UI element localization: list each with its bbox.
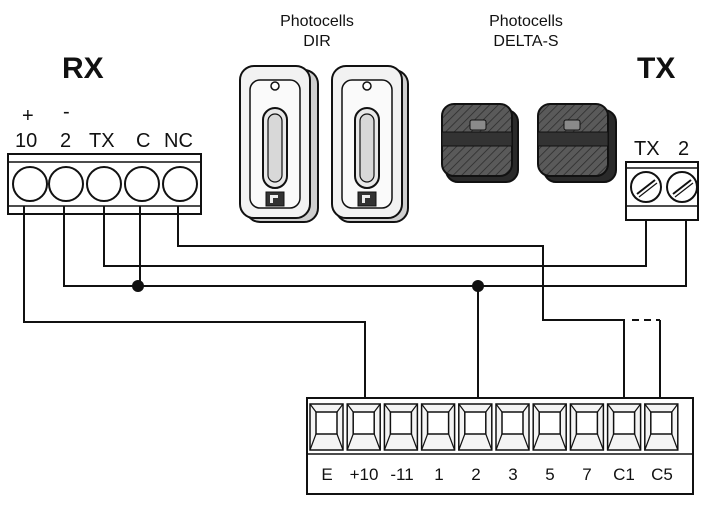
wire-nc-to-c1 <box>177 206 631 417</box>
board-terminal-slot <box>569 403 605 451</box>
tx-transmitter: TX TX 2 <box>625 52 699 221</box>
photocells-delta-s: Photocells DELTA-S <box>441 13 617 183</box>
rx-title: RX <box>62 52 104 85</box>
wire-rx-tx-to-tx <box>103 206 647 267</box>
board-terminal-label: +10 <box>350 465 379 484</box>
rx-terminal-label-nc: NC <box>164 130 193 152</box>
board-terminal-label: 2 <box>471 465 480 484</box>
tx-terminal-label-2: 2 <box>678 138 689 160</box>
board-terminal-slot <box>532 403 567 451</box>
tx-screw-2 <box>666 171 698 203</box>
photocell-dir-left <box>239 65 319 223</box>
control-board-terminals: E +10 -11 1 2 3 5 7 C1 C5 <box>306 397 694 495</box>
photocell-delta-left <box>441 103 519 183</box>
junction-dot <box>132 280 144 292</box>
tx-terminal-label-tx: TX <box>634 138 660 160</box>
rx-terminal-label-2: 2 <box>60 130 71 152</box>
photocells-dir-title: Photocells <box>280 13 354 30</box>
photocells-dir-model: DIR <box>303 33 331 50</box>
rx-screw-tx <box>86 166 122 202</box>
photocell-dir-right <box>331 65 409 223</box>
rx-terminal-label-c: C <box>136 130 150 152</box>
board-terminal-slot <box>458 403 493 451</box>
rx-screw-2 <box>48 166 84 202</box>
tx-screw-tx <box>630 171 662 203</box>
rx-screw-10 <box>12 166 48 202</box>
board-terminal-slot <box>420 403 456 451</box>
board-terminal-slot <box>495 403 530 451</box>
board-terminal-slot <box>383 403 419 451</box>
rx-polarity-plus: + <box>22 105 34 127</box>
photocells-delta-title: Photocells <box>489 13 563 30</box>
junction-dot <box>472 280 484 292</box>
board-terminal-slot <box>346 403 381 451</box>
rx-receiver: RX + - 10 2 TX C NC <box>7 52 202 215</box>
board-terminal-label: C5 <box>651 465 673 484</box>
photocells-dir: Photocells DIR <box>239 13 409 223</box>
board-terminal-label: C1 <box>613 465 635 484</box>
board-terminal-slot <box>606 403 642 451</box>
board-terminal-label: -11 <box>390 465 413 484</box>
board-terminal-label: E <box>321 465 332 484</box>
photocell-delta-right <box>537 103 617 183</box>
board-terminal-slot <box>309 403 344 451</box>
rx-screw-nc <box>162 166 198 202</box>
tx-title: TX <box>637 52 675 85</box>
board-terminal-label: 1 <box>434 465 443 484</box>
board-terminal-label: 7 <box>582 465 591 484</box>
wire-rx2-bus <box>63 206 687 287</box>
wiring <box>23 206 687 417</box>
rx-screw-c <box>124 166 160 202</box>
board-terminal-label: 3 <box>508 465 517 484</box>
board-terminal-label: 5 <box>545 465 554 484</box>
rx-polarity-minus: - <box>63 101 70 123</box>
rx-terminal-label-tx: TX <box>89 130 115 152</box>
wire-rx10-to-plus10 <box>23 206 372 417</box>
board-terminal-slot <box>644 403 679 451</box>
rx-terminal-label-10: 10 <box>15 130 37 152</box>
photocells-delta-model: DELTA-S <box>493 33 558 50</box>
